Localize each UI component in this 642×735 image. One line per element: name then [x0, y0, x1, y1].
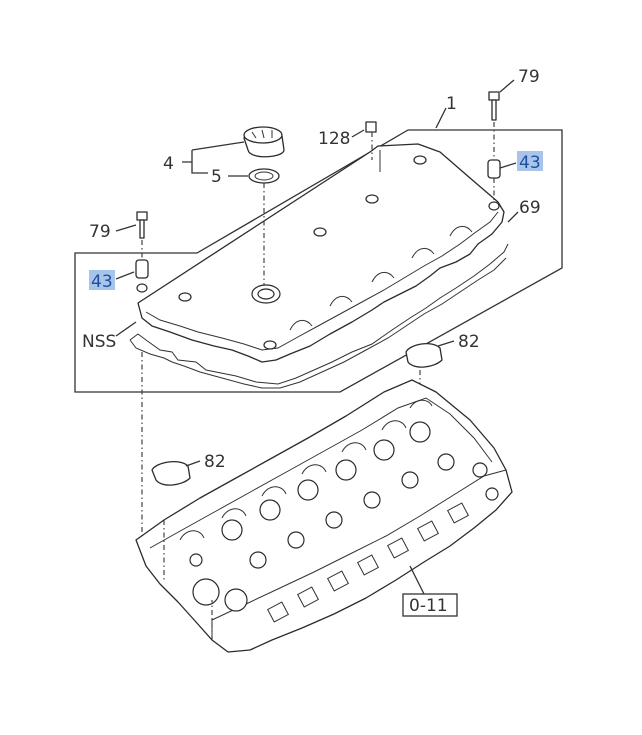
cover-boss — [413, 155, 427, 165]
half-moon-seal-82-right — [405, 342, 443, 368]
valve-cover-rim — [145, 211, 499, 351]
cover-boss — [136, 283, 148, 293]
valve-cover-ribs — [289, 226, 473, 331]
leader-82-right — [437, 340, 455, 347]
leader-0-11 — [409, 565, 425, 595]
valve-cover — [137, 143, 505, 363]
leader-nss — [115, 321, 137, 337]
callout-nss: NSS — [82, 332, 116, 352]
cover-boss — [365, 194, 379, 204]
cylinder-head-ports — [266, 502, 470, 623]
cylinder-head-cam-saddles — [179, 399, 433, 541]
bolt-79-left-shank — [139, 219, 145, 239]
callout-82-left: 82 — [204, 452, 226, 472]
callout-1: 1 — [446, 94, 457, 114]
cover-boss — [263, 340, 277, 350]
oil-filler-hole-inner — [257, 288, 275, 300]
cylinder-head-bores — [189, 421, 499, 612]
leader-79-right — [499, 79, 515, 93]
callout-43-right: 43 — [519, 153, 541, 173]
callout-82-right: 82 — [458, 332, 480, 352]
cylinder-head-top-edge — [149, 397, 493, 549]
bolt-79-left-head — [136, 211, 148, 221]
ref-box-0-11 — [402, 593, 458, 617]
half-moon-seal-82-left — [151, 460, 191, 486]
seal-ring-5-inner — [254, 171, 274, 181]
leader-128 — [351, 129, 365, 138]
stud-128 — [365, 121, 377, 133]
cover-boss — [488, 201, 500, 211]
seal-ring-5 — [248, 168, 280, 184]
bolt-79-right-shank — [491, 99, 497, 121]
leader-79-left — [115, 224, 137, 232]
leader-82-left — [185, 460, 201, 467]
oil-filler-cap-grip — [251, 129, 273, 139]
grommet-43-left — [135, 259, 149, 279]
grommet-43-right — [487, 159, 501, 179]
callout-69: 69 — [519, 198, 541, 218]
callout-4: 4 — [163, 154, 174, 174]
callout-79-left: 79 — [89, 222, 111, 242]
highlight-43-left — [89, 270, 115, 290]
leader-43-left — [115, 271, 135, 280]
callout-43-left: 43 — [91, 272, 113, 292]
leader-43-right — [499, 162, 517, 169]
callout-79-top: 79 — [518, 67, 540, 87]
cover-boss — [178, 292, 192, 302]
leader-69 — [507, 211, 519, 223]
callout-128: 128 — [318, 129, 350, 149]
assembly-frame — [74, 129, 563, 393]
callout-5: 5 — [211, 167, 222, 187]
cover-boss — [313, 227, 327, 237]
bolt-79-right-head — [488, 91, 500, 101]
highlight-43-right — [517, 151, 543, 171]
leader-4 — [182, 141, 245, 174]
cylinder-head-dashed-edge — [163, 520, 213, 640]
gasket-69 — [129, 243, 509, 389]
leader-1 — [435, 107, 447, 129]
ref-label-0-11: 0-11 — [409, 596, 448, 616]
